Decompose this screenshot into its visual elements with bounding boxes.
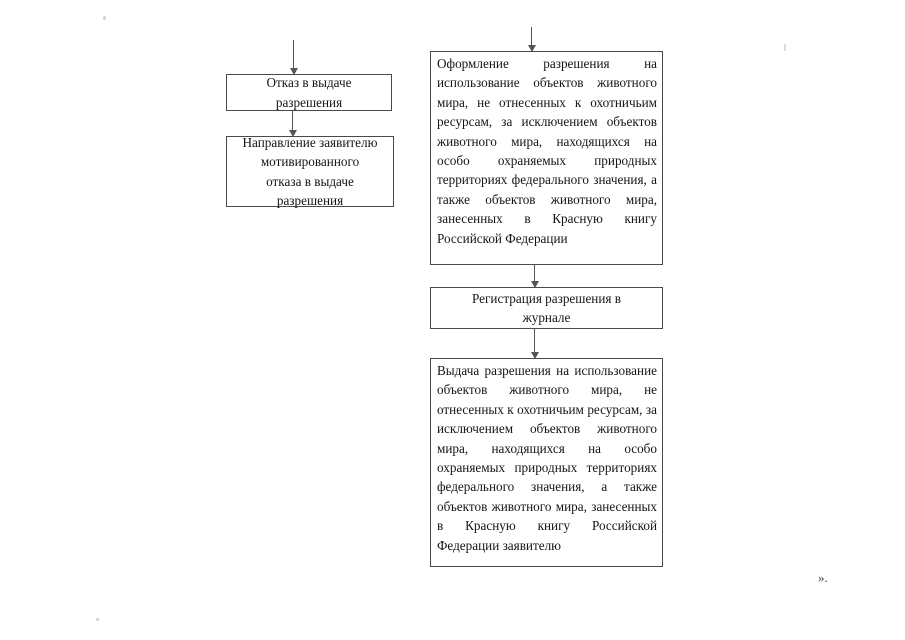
arrow-registration-to-grant-permit: [530, 329, 539, 359]
flowchart-node-issue-permit: Оформление разрешения на использование о…: [430, 51, 663, 265]
arrow-into-issue-permit-box: [527, 27, 536, 52]
scan-speck: [96, 618, 99, 621]
scan-speck: [784, 44, 786, 51]
node-motivated-refusal-line-3: отказа в выдаче: [266, 173, 354, 189]
node-motivated-refusal-line-4: разрешения: [276, 192, 344, 208]
node-motivated-refusal-line-1: Направление заявителю: [242, 134, 378, 150]
scan-speck: [103, 16, 106, 20]
flowchart-node-motivated-refusal: Направление заявителю мотивированного от…: [226, 134, 394, 208]
node-grant-permit-text: Выдача разрешения на использование объек…: [437, 363, 657, 553]
node-issue-permit-text: Оформление разрешения на использование о…: [437, 56, 657, 246]
node-registration-line-2: журнале: [522, 310, 571, 325]
arrow-issue-permit-to-registration: [530, 265, 539, 288]
arrow-refusal-to-motivated-refusal: [288, 111, 297, 137]
flowchart-node-grant-permit: Выдача разрешения на использование объек…: [430, 358, 663, 567]
closing-quote-mark: ».: [818, 570, 828, 585]
node-refusal-line-1: Отказ в выдаче: [266, 75, 352, 91]
node-motivated-refusal-line-2: мотивированного: [260, 154, 360, 170]
arrow-into-refusal-box: [289, 40, 298, 75]
node-refusal-line-2: разрешения: [275, 94, 343, 110]
flowchart-node-refusal: Отказ в выдаче разрешения: [226, 74, 392, 111]
node-registration-line-1: Регистрация разрешения в: [472, 290, 621, 306]
flowchart-node-registration: Регистрация разрешения в журнале: [430, 287, 663, 329]
